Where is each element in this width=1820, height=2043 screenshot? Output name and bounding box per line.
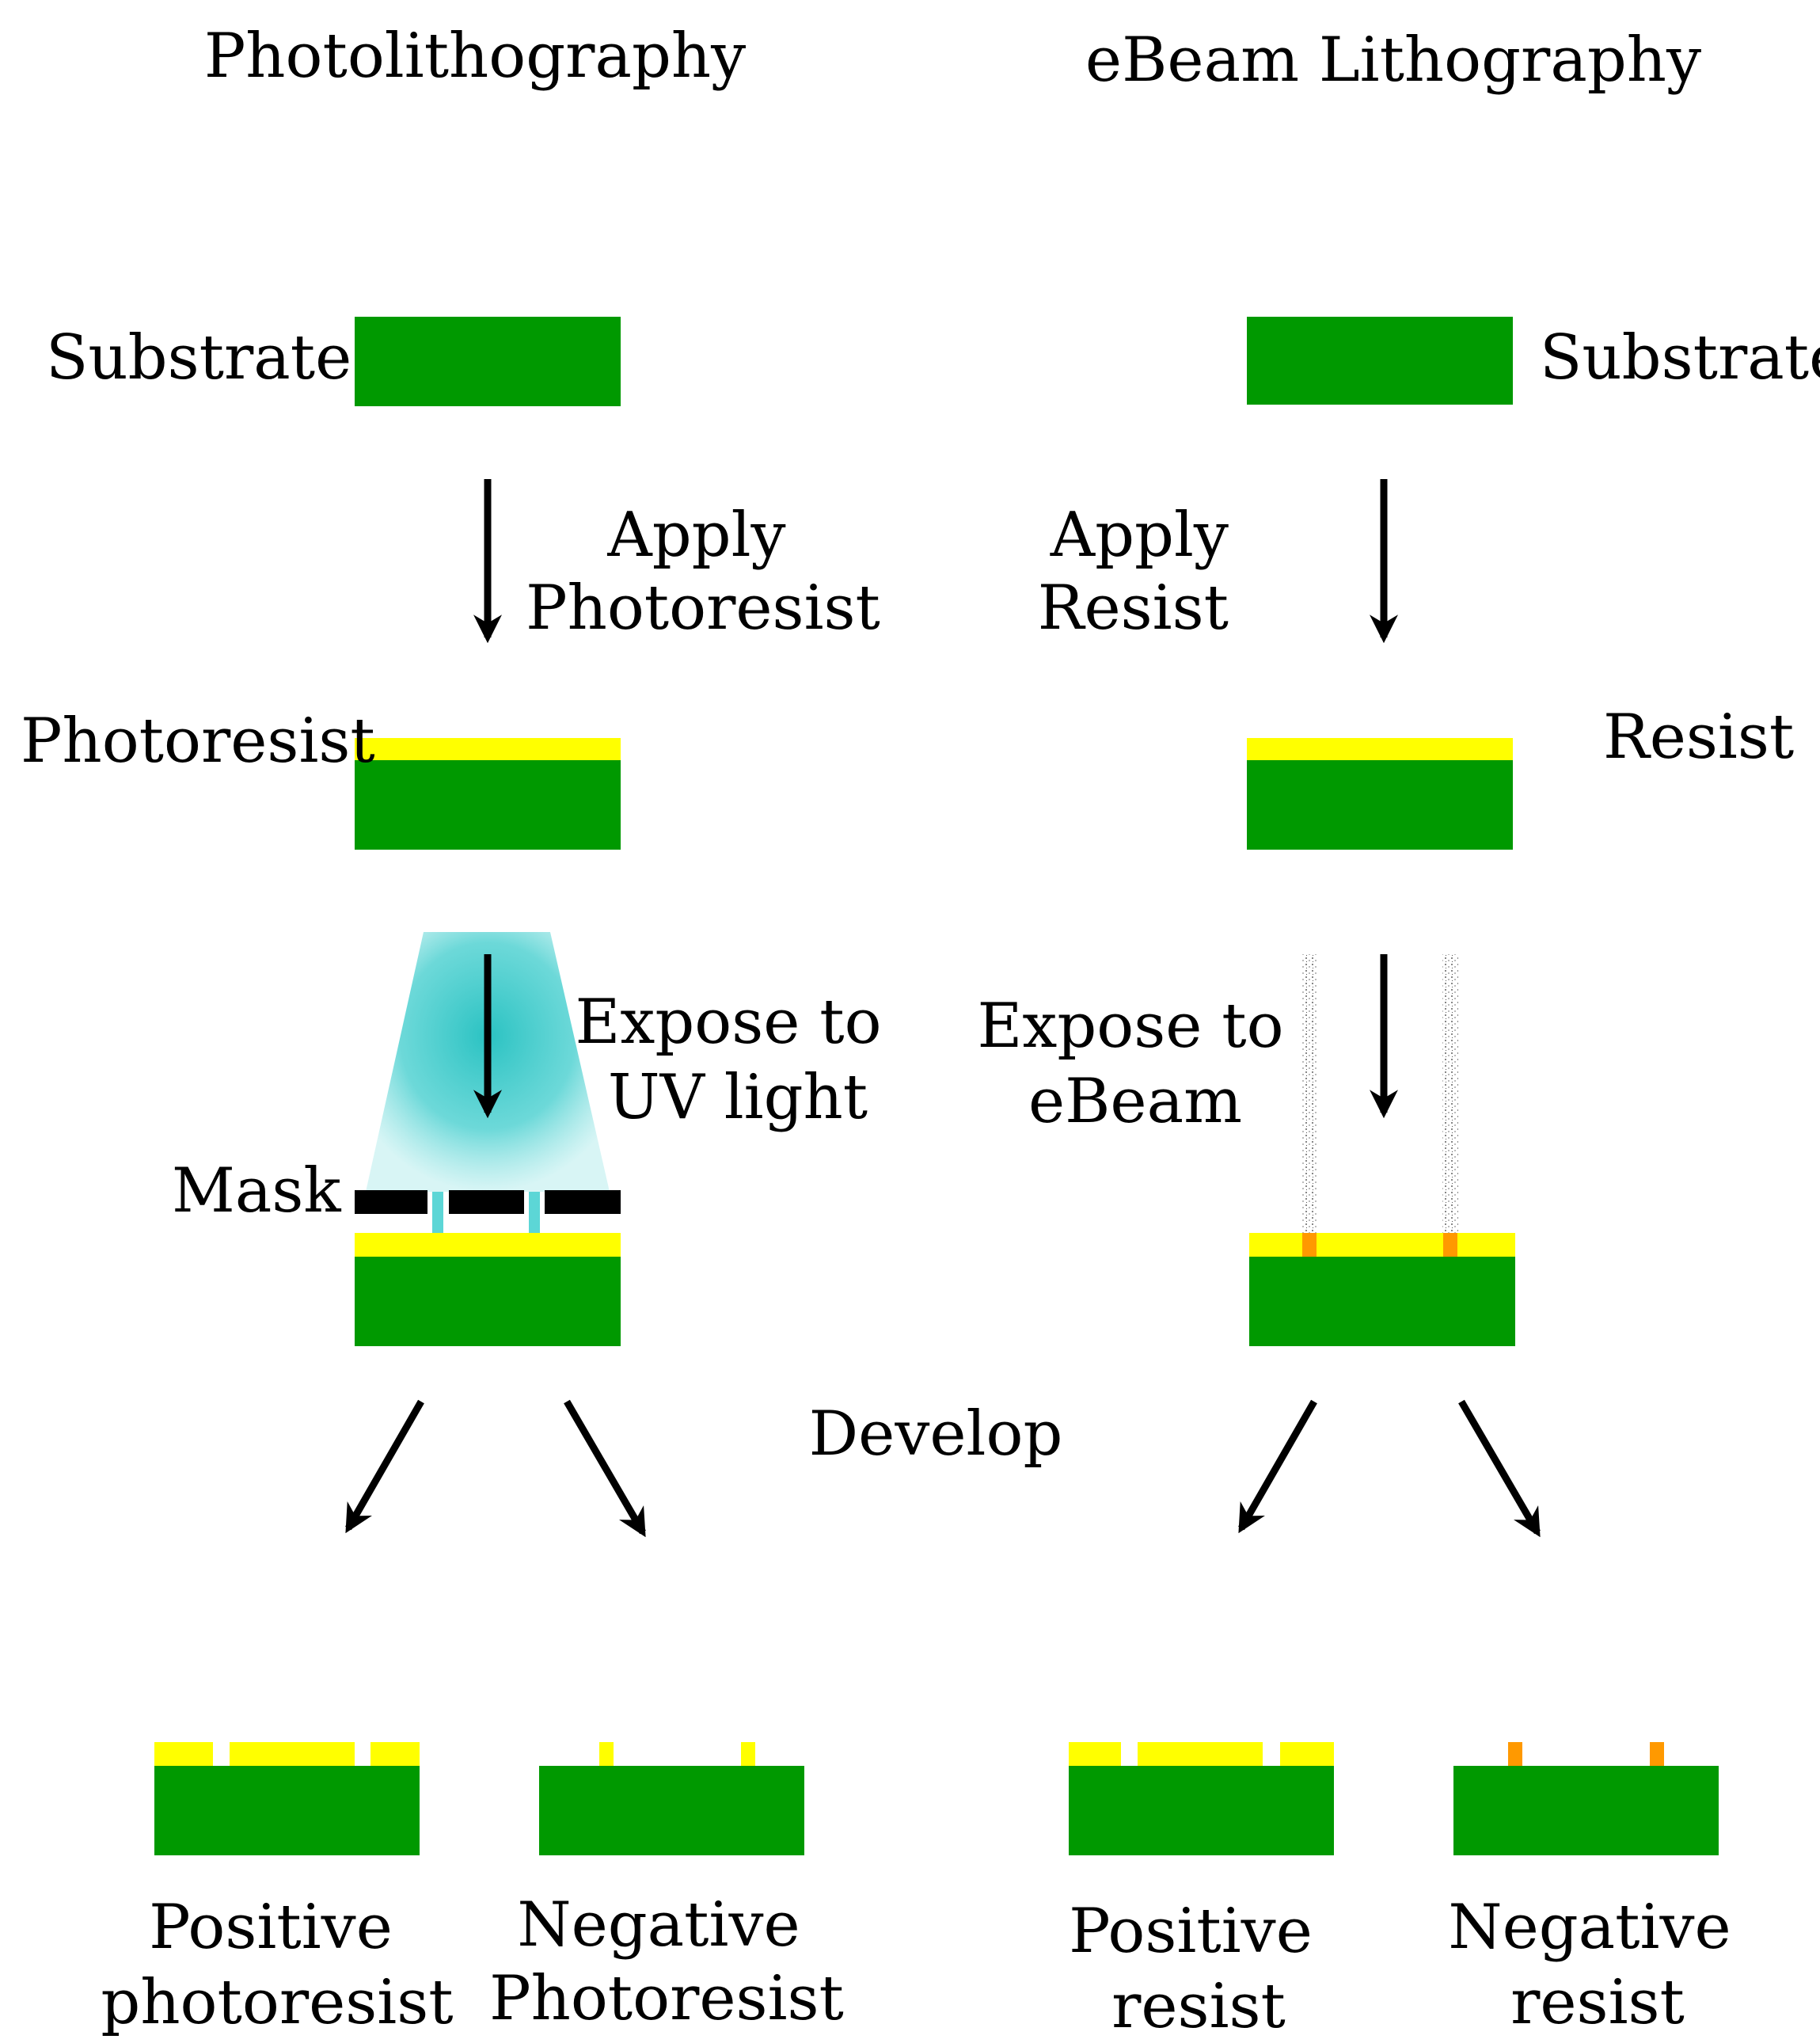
left-substrate-label: Substrate xyxy=(46,322,352,394)
neg-photoresist-substrate xyxy=(539,1766,804,1855)
pos-photoresist-block-1 xyxy=(154,1742,213,1766)
pos-resist-block-2 xyxy=(1138,1742,1263,1766)
right-resist-layer xyxy=(1247,738,1513,760)
positive-photoresist-line2: photoresist xyxy=(101,1967,454,2038)
uv-leak-2 xyxy=(529,1192,540,1233)
left-step-expose-line1: Expose to xyxy=(575,987,882,1058)
neg-photoresist-block-1 xyxy=(599,1742,614,1766)
pos-photoresist-block-2 xyxy=(230,1742,355,1766)
positive-photoresist-line1: Positive xyxy=(149,1892,393,1963)
mask-segment-1 xyxy=(355,1190,427,1214)
pos-resist-block-1 xyxy=(1069,1742,1121,1766)
neg-resist-block-2 xyxy=(1650,1742,1664,1766)
negative-photoresist-line1: Negative xyxy=(517,1889,800,1961)
pos-resist-substrate xyxy=(1069,1766,1334,1855)
left-step-apply-line2: Photoresist xyxy=(526,573,880,644)
left-step-expose-line2: UV light xyxy=(607,1062,868,1133)
left-arrow-positive xyxy=(345,1399,424,1534)
left-step-apply-line1: Apply xyxy=(607,500,786,571)
right-step-expose-line1: Expose to xyxy=(977,991,1284,1062)
left-substrate-2 xyxy=(355,760,621,850)
right-substrate-3 xyxy=(1249,1257,1515,1346)
mask-label: Mask xyxy=(172,1155,341,1227)
exposed-spot-1 xyxy=(1302,1233,1317,1257)
resist-label: Resist xyxy=(1603,702,1795,773)
mask-segment-3 xyxy=(545,1190,621,1214)
left-photoresist-layer xyxy=(355,738,621,760)
left-photoresist-exposed xyxy=(355,1233,621,1257)
right-step-apply-line2: Resist xyxy=(1037,573,1229,644)
negative-resist-line2: resist xyxy=(1510,1967,1685,2038)
right-title: eBeam Lithography xyxy=(1085,25,1702,96)
pos-photoresist-substrate xyxy=(154,1766,420,1855)
right-substrate-2 xyxy=(1247,760,1513,850)
develop-label: Develop xyxy=(808,1398,1063,1470)
right-arrow-positive xyxy=(1238,1399,1317,1534)
negative-photoresist-line2: Photoresist xyxy=(489,1963,844,2034)
neg-resist-substrate xyxy=(1453,1766,1719,1855)
ebeam-1 xyxy=(1301,954,1317,1233)
positive-resist-line1: Positive xyxy=(1069,1896,1313,1967)
photoresist-label: Photoresist xyxy=(21,706,375,777)
mask-segment-2 xyxy=(449,1190,524,1214)
right-resist-exposed xyxy=(1249,1233,1515,1257)
positive-resist-line2: resist xyxy=(1111,1971,1286,2042)
left-title: Photolithography xyxy=(203,21,747,92)
pos-photoresist-block-3 xyxy=(370,1742,420,1766)
neg-photoresist-block-2 xyxy=(741,1742,755,1766)
right-substrate-1 xyxy=(1247,317,1513,405)
uv-leak-1 xyxy=(432,1192,443,1233)
neg-resist-block-1 xyxy=(1508,1742,1522,1766)
right-step-expose-line2: eBeam xyxy=(1028,1066,1243,1137)
right-arrow-negative xyxy=(1458,1399,1541,1538)
left-substrate-3 xyxy=(355,1257,621,1346)
pos-resist-block-3 xyxy=(1280,1742,1334,1766)
negative-resist-line1: Negative xyxy=(1448,1892,1731,1963)
left-arrow-negative xyxy=(564,1399,646,1538)
ebeam-2 xyxy=(1442,954,1458,1233)
exposed-spot-2 xyxy=(1443,1233,1457,1257)
right-substrate-label: Substrate xyxy=(1540,322,1820,394)
right-step-apply-line1: Apply xyxy=(1050,500,1229,571)
left-substrate-1 xyxy=(355,317,621,406)
